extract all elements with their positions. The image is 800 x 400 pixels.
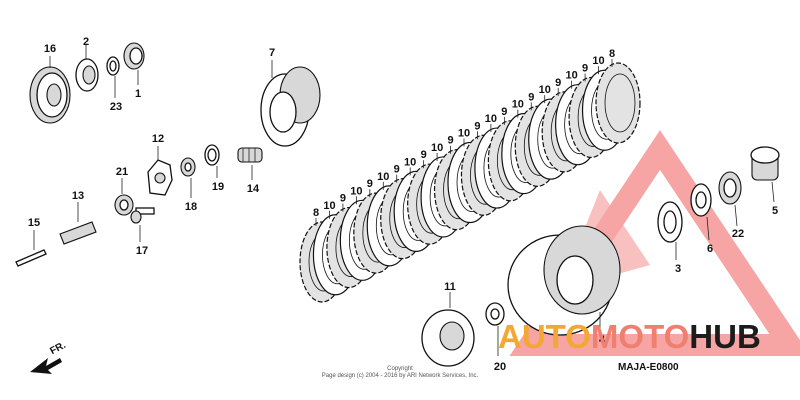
label-plate-part-9: 9 xyxy=(474,120,480,132)
label-plate-part-10: 10 xyxy=(485,113,497,125)
part-13-shaft xyxy=(59,202,97,245)
label-plate-part-9: 9 xyxy=(394,164,400,176)
diagram-reference-code: MAJA-E0800 xyxy=(618,362,679,373)
clutch-plate-inner-edge xyxy=(604,73,636,133)
label-part-12: 12 xyxy=(152,133,164,145)
label-part-22: 22 xyxy=(732,228,744,240)
part-5-collar xyxy=(750,146,780,203)
label-plate-part-10: 10 xyxy=(323,200,335,212)
part-23-washer xyxy=(106,56,120,98)
label-plate-part-9: 9 xyxy=(582,62,588,74)
label-plate-part-10: 10 xyxy=(404,156,416,168)
label-plate-part-10: 10 xyxy=(377,171,389,183)
copyright-title: Copyright xyxy=(387,366,413,372)
part-2-bearing xyxy=(75,45,99,92)
label-part-5: 5 xyxy=(772,205,778,217)
label-part-2: 2 xyxy=(83,36,89,48)
part-16-gear xyxy=(29,56,71,124)
label-part-15: 15 xyxy=(28,217,40,229)
label-part-16: 16 xyxy=(44,43,56,55)
copyright-notice: Copyright Page design (c) 2004 - 2016 by… xyxy=(300,366,500,380)
label-part-7: 7 xyxy=(269,47,275,59)
part-4-clutch-center xyxy=(507,225,621,336)
label-part-19: 19 xyxy=(212,181,224,193)
brand-auto: AUTO xyxy=(498,318,591,355)
label-part-11: 11 xyxy=(444,281,456,293)
part-3-spring xyxy=(657,201,683,260)
label-plate-part-10: 10 xyxy=(539,84,551,96)
label-plate-part-9: 9 xyxy=(367,178,373,190)
part-14-spring xyxy=(237,147,263,180)
label-plate-part-9: 9 xyxy=(501,106,507,118)
label-plate-part-9: 9 xyxy=(340,193,346,205)
copyright-text: Page design (c) 2004 - 2016 by ARI Netwo… xyxy=(321,373,479,379)
part-21-bearing xyxy=(114,178,134,216)
brand-hub: HUB xyxy=(689,318,761,355)
part-1-collar xyxy=(123,42,145,85)
label-plate-part-8: 8 xyxy=(609,48,615,60)
label-part-17: 17 xyxy=(136,245,148,257)
label-part-13: 13 xyxy=(72,190,84,202)
label-part-18: 18 xyxy=(185,201,197,213)
label-plate-part-9: 9 xyxy=(421,149,427,161)
label-part-23: 23 xyxy=(110,101,122,113)
part-11-pressure-plate xyxy=(421,292,475,367)
part-number-labels: 16 2 23 1 7 12 21 13 15 17 18 19 14 11 2… xyxy=(28,36,778,373)
part-7-clutch-outer xyxy=(260,60,321,147)
watermark-brand-text: AUTOMOTOHUB xyxy=(498,318,761,356)
label-plate-part-9: 9 xyxy=(555,77,561,89)
label-plate-part-10: 10 xyxy=(592,55,604,67)
label-part-20: 20 xyxy=(494,361,506,373)
brand-moto: MOTO xyxy=(590,318,690,355)
label-plate-part-8: 8 xyxy=(313,207,319,219)
part-17-bolt xyxy=(130,207,155,242)
label-plate-part-10: 10 xyxy=(431,142,443,154)
label-plate-part-10: 10 xyxy=(566,70,578,82)
clutch-plate xyxy=(595,62,641,144)
label-plate-part-10: 10 xyxy=(512,99,524,111)
label-plate-part-10: 10 xyxy=(458,128,470,140)
part-19-washer xyxy=(204,144,220,178)
part-6-seat xyxy=(690,183,712,241)
part-20-washer xyxy=(485,302,505,356)
clutch-plate-stack: 8 10 9 10 9 10 9 10 9 10 9 10 9 10 9 10 9 10 9 10 9 10 8 xyxy=(299,48,641,303)
label-part-14: 14 xyxy=(247,183,260,195)
label-part-4: 4 xyxy=(599,334,606,346)
label-part-1: 1 xyxy=(135,88,141,100)
part-15-pin xyxy=(15,230,47,267)
label-plate-part-9: 9 xyxy=(447,135,453,147)
label-part-6: 6 xyxy=(707,243,713,255)
part-22-bearing xyxy=(718,171,742,227)
label-part-3: 3 xyxy=(675,263,681,275)
part-18-nut xyxy=(180,157,196,198)
label-plate-part-9: 9 xyxy=(528,91,534,103)
part-12-plate xyxy=(147,146,173,196)
label-part-21: 21 xyxy=(116,166,128,178)
front-direction-arrow-icon xyxy=(30,358,62,374)
label-plate-part-10: 10 xyxy=(350,185,362,197)
